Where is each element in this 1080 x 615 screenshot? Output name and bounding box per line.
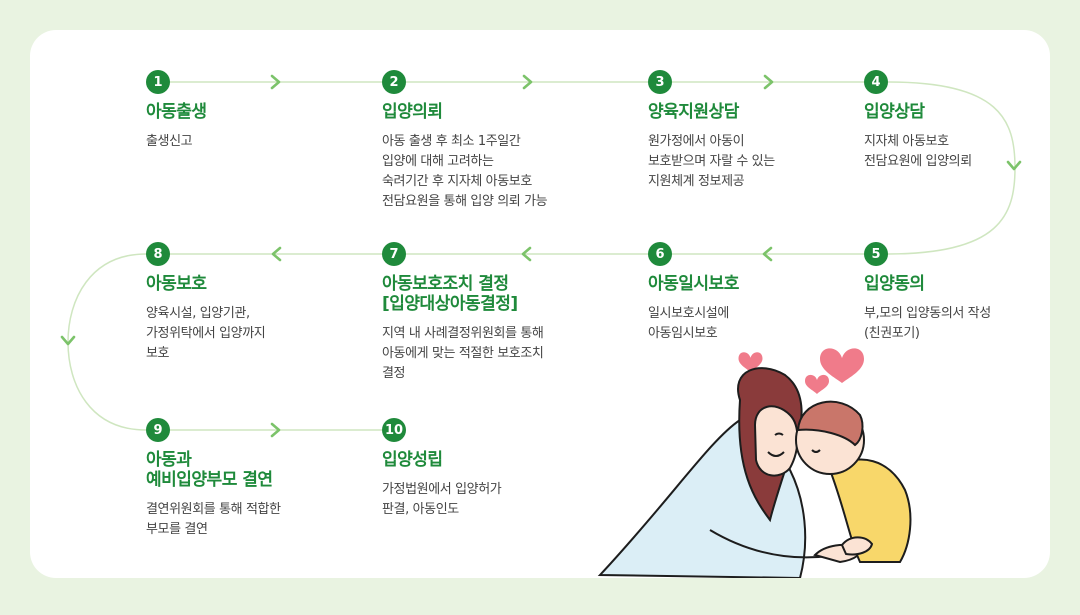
step-description: 출생신고 bbox=[146, 132, 376, 152]
step-title: 입양상담 bbox=[864, 102, 925, 122]
step-description-line: 부,모의 입양동의서 작성 bbox=[864, 306, 991, 321]
step-title: 아동보호 bbox=[146, 274, 207, 294]
heart-icon bbox=[820, 348, 864, 383]
step-title: 양육지원상담 bbox=[648, 102, 739, 122]
step-description-line: 양육시설, 입양기관, bbox=[146, 306, 250, 321]
step-description-line: 판결, 아동인도 bbox=[382, 502, 459, 517]
step-title: 입양성립 bbox=[382, 450, 443, 470]
step-description-line: 일시보호시설에 bbox=[648, 306, 729, 321]
step-description-line: 결연위원회를 통해 적합한 bbox=[146, 502, 281, 517]
step-title: 입양의뢰 bbox=[382, 102, 443, 122]
step-title: 아동과 예비입양부모 결연 bbox=[146, 450, 273, 490]
step-title: 입양동의 bbox=[864, 274, 925, 294]
step-number-badge: 4 bbox=[864, 70, 888, 94]
step-description-line: 지원체계 정보제공 bbox=[648, 174, 745, 189]
step-description-line: (친권포기) bbox=[864, 326, 920, 341]
step-description-line: 보호받으며 자랄 수 있는 bbox=[648, 154, 775, 169]
heart-icon bbox=[805, 374, 829, 394]
step-number-badge: 6 bbox=[648, 242, 672, 266]
step-description-line: 지자체 아동보호 bbox=[864, 134, 949, 149]
step-title: 아동보호조치 결정 [입양대상아동결정] bbox=[382, 274, 518, 314]
step-number-badge: 9 bbox=[146, 418, 170, 442]
step-description-line: 보호 bbox=[146, 346, 170, 361]
step-title: 아동일시보호 bbox=[648, 274, 739, 294]
step-title: 아동출생 bbox=[146, 102, 207, 122]
step-description-line: 가정위탁에서 입양까지 bbox=[146, 326, 266, 341]
step-description-line: 아동 출생 후 최소 1주일간 bbox=[382, 134, 521, 149]
step-description-line: 지역 내 사례결정위원회를 통해 bbox=[382, 326, 544, 341]
step-number-badge: 8 bbox=[146, 242, 170, 266]
step-number-badge: 7 bbox=[382, 242, 406, 266]
step-description-line: 전담요원에 입양의뢰 bbox=[864, 154, 972, 169]
step-number-badge: 10 bbox=[382, 418, 406, 442]
step-description-line: 입양에 대해 고려하는 bbox=[382, 154, 494, 169]
step-description-line: 아동에게 맞는 적절한 보호조치 bbox=[382, 346, 544, 361]
step-description-line: 가정법원에서 입양허가 bbox=[382, 482, 502, 497]
heart-icon bbox=[738, 352, 763, 372]
parent-child-illustration bbox=[597, 348, 912, 578]
step-number-badge: 2 bbox=[382, 70, 406, 94]
step-description-line: 아동임시보호 bbox=[648, 326, 718, 341]
step-description-line: 부모를 결연 bbox=[146, 522, 208, 537]
step-number-badge: 3 bbox=[648, 70, 672, 94]
step-description-line: 원가정에서 아동이 bbox=[648, 134, 745, 149]
step-description-line: 결정 bbox=[382, 366, 406, 381]
step-number-badge: 5 bbox=[864, 242, 888, 266]
step-description-line: 출생신고 bbox=[146, 134, 193, 149]
step-description-line: 숙려기간 후 지자체 아동보호 bbox=[382, 174, 532, 189]
step-number-badge: 1 bbox=[146, 70, 170, 94]
step-description: 부,모의 입양동의서 작성 (친권포기) bbox=[864, 304, 1080, 344]
step-description-line: 전담요원을 통해 입양 의뢰 가능 bbox=[382, 194, 548, 209]
